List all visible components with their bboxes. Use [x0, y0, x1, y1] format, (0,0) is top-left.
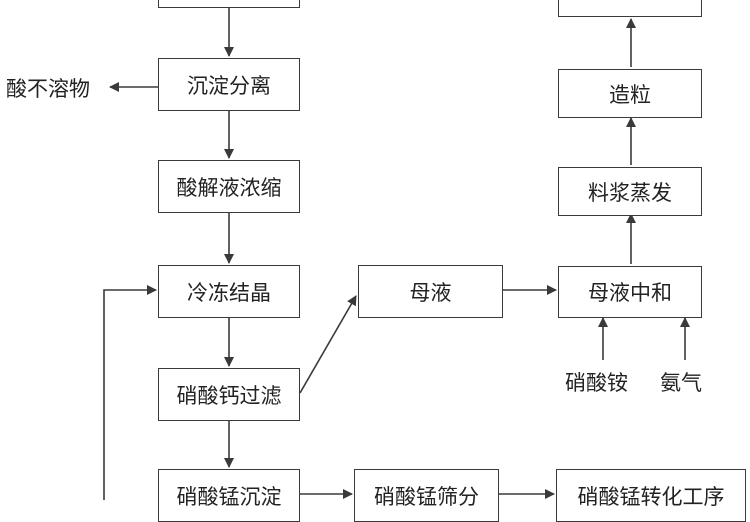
calcium-filter-box: 硝酸钙过滤 [158, 368, 300, 421]
mother-liquor-box: 母液 [358, 265, 503, 318]
mn-convert-box: 硝酸锰转化工序 [556, 469, 746, 522]
sedimentation-box: 沉淀分离 [158, 58, 300, 111]
neutralize-box: 母液中和 [558, 266, 702, 318]
top-left-box [158, 0, 300, 8]
recycle-loop-line [103, 285, 157, 500]
acid-insoluble-label: 酸不溶物 [6, 77, 90, 101]
connector-lines [103, 8, 690, 500]
slurry-evaporate-box: 料浆蒸发 [558, 167, 702, 216]
freeze-crystal-box: 冷冻结晶 [158, 265, 300, 318]
ammonia-label: 氨气 [660, 371, 702, 395]
mn-screen-box: 硝酸锰筛分 [354, 469, 499, 522]
granulate-label: 造粒 [609, 82, 651, 107]
granulate-box: 造粒 [558, 69, 702, 118]
arrow-filter-to-mother-liquor [299, 295, 357, 394]
neutralize-label: 母液中和 [588, 281, 672, 305]
acid-concentrate-label: 酸解液浓缩 [176, 175, 282, 200]
mn-precipitate-box: 硝酸锰沉淀 [158, 469, 300, 522]
calcium-filter-label: 硝酸钙过滤 [176, 383, 282, 408]
sedimentation-label: 沉淀分离 [187, 73, 271, 98]
top-right-box [558, 0, 702, 17]
mn-screen-label: 硝酸锰筛分 [374, 485, 479, 509]
mn-precipitate-label: 硝酸锰沉淀 [176, 485, 282, 509]
mn-convert-label: 硝酸锰转化工序 [577, 485, 725, 509]
ammonium-nitrate-label: 硝酸铵 [565, 371, 628, 395]
acid-concentrate-box: 酸解液浓缩 [158, 160, 300, 213]
slurry-evaporate-label: 料浆蒸发 [588, 180, 672, 205]
mother-liquor-label: 母液 [409, 280, 452, 305]
freeze-crystal-label: 冷冻结晶 [187, 280, 271, 305]
